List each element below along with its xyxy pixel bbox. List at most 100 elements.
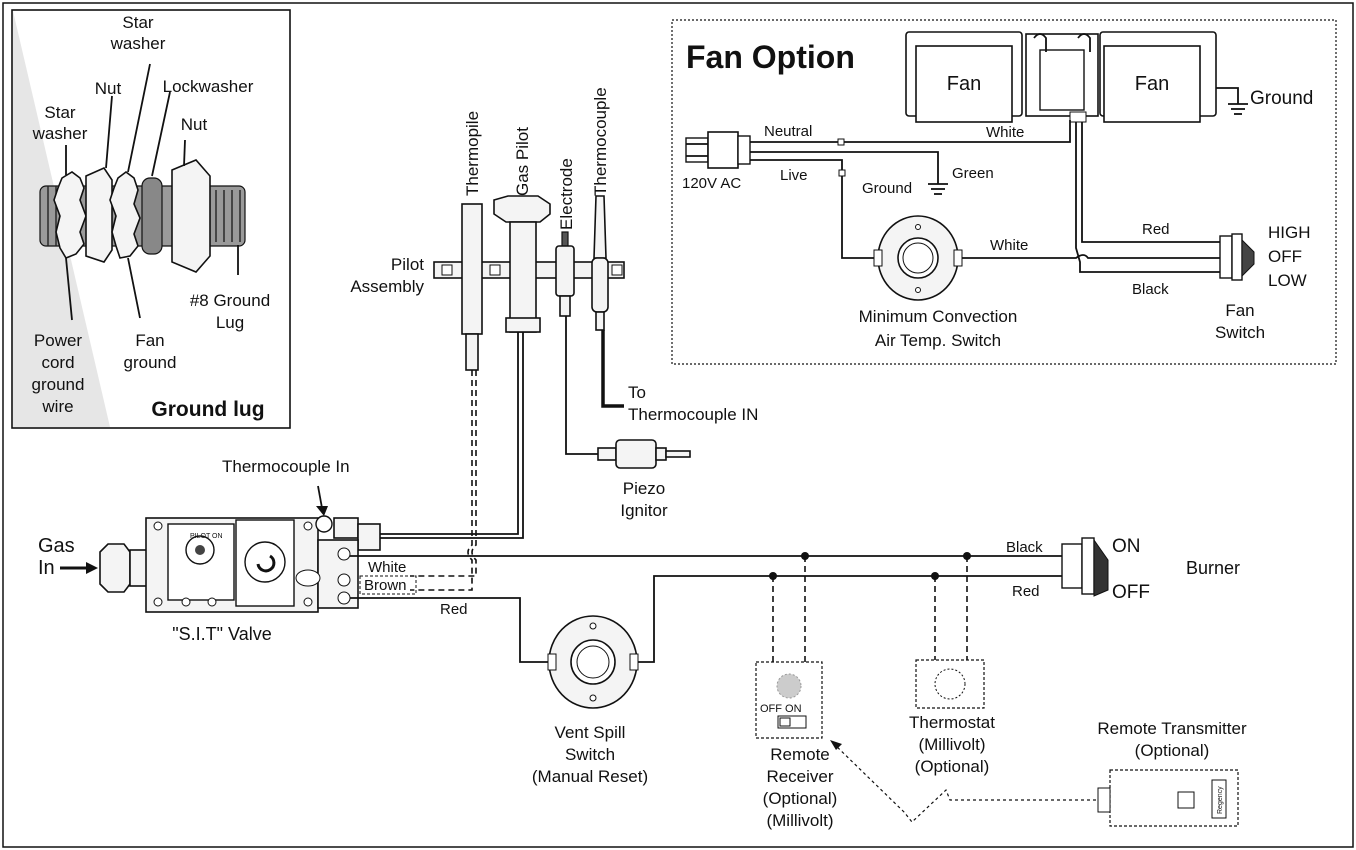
plug-prongs (685, 137, 709, 163)
valve-dial[interactable] (244, 541, 286, 583)
main-wiring (350, 552, 1062, 663)
electrode-label: Electrode (557, 158, 576, 230)
thermocouple-tip (593, 195, 607, 259)
bracket-hole-mid (489, 264, 501, 276)
motor-terminal (1069, 111, 1087, 123)
bracket-hole-right (611, 264, 623, 276)
electrode-base (559, 295, 571, 317)
fan-ground-label: Ground (1250, 88, 1313, 109)
gas-pilot-label: Gas Pilot (513, 127, 532, 196)
neutral-label: Neutral (764, 123, 812, 140)
brown-wire-box (359, 575, 417, 595)
burner-label: Burner (1186, 558, 1240, 578)
black-label: Black (1132, 281, 1169, 298)
live-wire (750, 159, 878, 259)
burner-switch-body (1081, 537, 1095, 595)
transmitter-label: Remote Transmitter(Optional) (1097, 719, 1247, 760)
svg-text:PILOT ON: PILOT ON (190, 533, 223, 540)
red-fan-wire (1081, 122, 1220, 243)
receiver-box (755, 661, 823, 739)
fan-option-border (671, 19, 1337, 365)
thermocouple-base (595, 311, 605, 331)
fan-right (1103, 45, 1201, 123)
star-washer-right (109, 171, 141, 259)
lockwasher-label: Lockwasher (163, 77, 254, 96)
switch-off-label: OFF (1268, 247, 1302, 266)
piezo-collar (655, 447, 667, 461)
receiver-indicator (776, 673, 802, 699)
gas-pilot-body (509, 221, 537, 333)
thermostat-label: Thermostat(Millivolt)(Optional) (909, 713, 995, 776)
gas-pilot-hood (493, 195, 551, 223)
thermocouple-in-arrow (316, 506, 328, 516)
fan-right-label: Fan (1135, 73, 1169, 95)
piezo-body (615, 439, 657, 469)
white-switch-wire (962, 254, 1220, 259)
white-mid-label: White (990, 237, 1028, 254)
burner-off-label: OFF (1112, 582, 1150, 603)
gas-pilot-tube (380, 332, 524, 539)
ir-signal-path (831, 741, 1096, 823)
bracket-hole-left (441, 264, 453, 276)
thermopile-lead-dashed-2 (410, 370, 477, 577)
fan-switch-body (1231, 233, 1243, 281)
live-label: Live (780, 167, 808, 184)
ground-small-label: Ground (862, 180, 912, 197)
electrode-body (555, 245, 575, 297)
ground-lug-title: Ground lug (151, 398, 264, 421)
red-wire-valve (350, 597, 552, 663)
neutral-wire (750, 120, 1071, 143)
burner-switch-rocker[interactable] (1093, 538, 1109, 597)
red-label: Red (1142, 221, 1170, 238)
power-cord-wire (65, 257, 73, 321)
thermopile (461, 203, 483, 335)
green-label: Green (952, 165, 994, 182)
nut-left (85, 166, 113, 263)
ir-signal-arrow (830, 740, 842, 750)
nut-left-label: Nut (95, 79, 122, 98)
transmitter-button[interactable] (1177, 791, 1195, 809)
transmitter-brand-label: Regency (1217, 786, 1224, 814)
neutral-splice (837, 138, 845, 146)
plug-body (707, 131, 739, 169)
red-wire-label: Red (440, 601, 468, 618)
lockwasher (141, 177, 163, 255)
switch-high-label: HIGH (1268, 223, 1311, 242)
burner-black-label: Black (1006, 539, 1043, 556)
thermopile-stem (465, 333, 479, 371)
motor-bracket-left (1033, 33, 1047, 52)
gas-pilot-nut (505, 317, 541, 333)
thermocouple-body (591, 257, 609, 313)
transmitter-brand-plate (1211, 779, 1227, 819)
fan-option-title: Fan Option (686, 39, 855, 75)
thermocouple-lead (601, 330, 624, 408)
thermostat-dial (934, 668, 966, 700)
voltage-label: 120V AC (682, 175, 741, 192)
red-wire-burner (634, 575, 1062, 663)
switch-low-label: LOW (1268, 271, 1307, 290)
gas-in-arrow (86, 562, 98, 574)
live-splice (838, 169, 846, 177)
white-top-label: White (986, 124, 1024, 141)
burner-on-label: ON (1112, 536, 1141, 557)
nut-right-label: Nut (181, 115, 208, 134)
thermocouple-label: Thermocouple (591, 87, 610, 196)
fan-ground-wire (1216, 87, 1239, 104)
fan-switch-rocker[interactable] (1241, 238, 1255, 278)
fan-left-label: Fan (947, 73, 981, 95)
motor-bracket-right (1077, 33, 1091, 52)
